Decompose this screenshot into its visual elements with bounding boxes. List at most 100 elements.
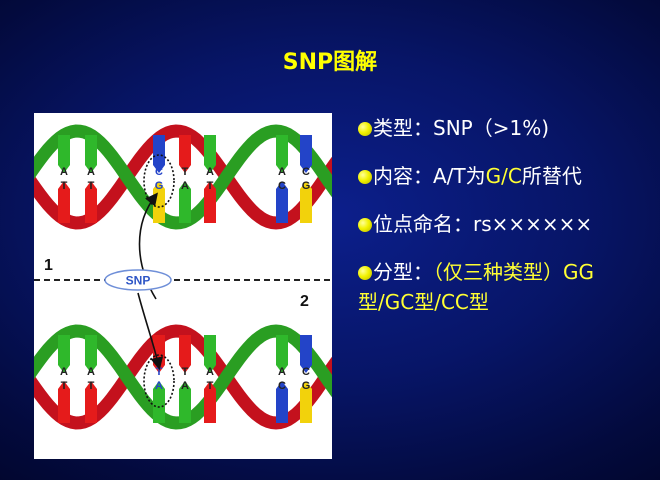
- base-bar: [276, 189, 288, 223]
- base-letter: T: [207, 380, 214, 392]
- bullet-content-prefix: 内容：A/T为: [373, 164, 486, 188]
- base-bar-tip: [179, 381, 191, 389]
- base-bar: [85, 135, 97, 165]
- base-letter: T: [88, 380, 95, 392]
- base-letter: A: [206, 366, 214, 378]
- base-bar: [204, 135, 216, 165]
- base-bar: [179, 189, 191, 223]
- base-letter: C: [302, 166, 310, 178]
- bullet-type: 类型：SNP（>1%): [358, 113, 648, 143]
- base-bar: [300, 135, 312, 165]
- bullet-content: 内容：A/T为G/C所替代: [358, 161, 648, 191]
- base-letter: T: [88, 180, 95, 192]
- snp-label: SNP: [126, 274, 151, 288]
- base-bar: [153, 135, 165, 165]
- bullet-naming-text: 位点命名：rs××××××: [373, 212, 593, 236]
- base-bar-tip: [85, 165, 97, 173]
- base-bar-tip: [300, 165, 312, 173]
- base-bar: [58, 389, 70, 423]
- panel-number-top: 1: [44, 257, 53, 274]
- snp-highlight-oval-top: [143, 154, 175, 208]
- base-letter: T: [182, 366, 189, 378]
- base-bar: [276, 135, 288, 165]
- slide-title: SNP图解: [282, 50, 378, 75]
- base-bar-tip: [58, 381, 70, 389]
- base-bar-tip: [204, 381, 216, 389]
- base-letter: A: [60, 366, 68, 378]
- bullet-dot-icon: [358, 266, 372, 280]
- base-letter: C: [278, 180, 286, 192]
- base-bar: [276, 335, 288, 365]
- base-bar-tip: [85, 181, 97, 189]
- base-letter: T: [61, 380, 68, 392]
- bullet-list: 类型：SNP（>1%) 内容：A/T为G/C所替代 位点命名：rs×××××× …: [358, 113, 648, 335]
- base-bar-tip: [276, 381, 288, 389]
- base-bar-tip: [276, 181, 288, 189]
- base-bar-tip: [58, 365, 70, 373]
- base-bar-tip: [204, 365, 216, 373]
- base-bar: [204, 389, 216, 423]
- base-bar-tip: [179, 165, 191, 173]
- base-bar-tip: [204, 165, 216, 173]
- helix-strand-red: [34, 124, 332, 230]
- base-bar-tip: [153, 181, 165, 189]
- base-bar-tip: [300, 381, 312, 389]
- base-letter: A: [87, 366, 95, 378]
- base-letter: A: [60, 166, 68, 178]
- base-letter: C: [155, 166, 163, 178]
- base-bar-tip: [153, 165, 165, 173]
- base-bar: [153, 389, 165, 423]
- base-bar: [85, 335, 97, 365]
- base-bar-tip: [179, 181, 191, 189]
- base-letter: T: [156, 366, 163, 378]
- bullet-content-highlight: G/C: [485, 164, 522, 188]
- base-letter: T: [207, 180, 214, 192]
- base-letter: G: [302, 180, 311, 192]
- base-bar-tip: [204, 181, 216, 189]
- base-bar: [179, 335, 191, 365]
- base-bar: [300, 335, 312, 365]
- base-letter: A: [206, 166, 214, 178]
- base-bar: [179, 389, 191, 423]
- base-letter: G: [302, 380, 311, 392]
- base-letter: A: [87, 166, 95, 178]
- base-bar-tip: [153, 381, 165, 389]
- base-bar-tip: [179, 365, 191, 373]
- base-letter: A: [155, 380, 163, 392]
- base-bar: [58, 335, 70, 365]
- bullet-dot-icon: [358, 170, 372, 184]
- base-bar: [85, 189, 97, 223]
- base-bar-tip: [300, 181, 312, 189]
- base-letter: A: [181, 380, 189, 392]
- base-letter: G: [155, 180, 164, 192]
- base-letter: C: [302, 366, 310, 378]
- base-bar-tip: [58, 165, 70, 173]
- base-bar: [58, 189, 70, 223]
- base-bar: [179, 135, 191, 165]
- base-bar-tip: [300, 365, 312, 373]
- snp-highlight-oval-bottom: [143, 354, 175, 408]
- base-bar: [276, 389, 288, 423]
- base-bar: [85, 389, 97, 423]
- helix-strand-red: [34, 324, 332, 430]
- base-letter: A: [278, 366, 286, 378]
- base-bar-tip: [85, 381, 97, 389]
- bullet-genotyping-highlight: （仅三种类型）GG型/GC型/CC型: [358, 260, 594, 314]
- base-bar: [58, 135, 70, 165]
- base-letter: T: [61, 180, 68, 192]
- base-bar: [300, 389, 312, 423]
- bullet-genotyping-prefix: 分型：: [373, 260, 433, 284]
- base-letter: T: [182, 166, 189, 178]
- base-bar-tip: [276, 165, 288, 173]
- base-bar: [204, 335, 216, 365]
- base-bar: [204, 189, 216, 223]
- base-letter: C: [278, 380, 286, 392]
- bullet-type-text: 类型：SNP（>1%): [373, 116, 550, 140]
- snp-label-oval: [104, 269, 172, 291]
- base-letter: A: [181, 180, 189, 192]
- bullet-dot-icon: [358, 218, 372, 232]
- base-bar-tip: [276, 365, 288, 373]
